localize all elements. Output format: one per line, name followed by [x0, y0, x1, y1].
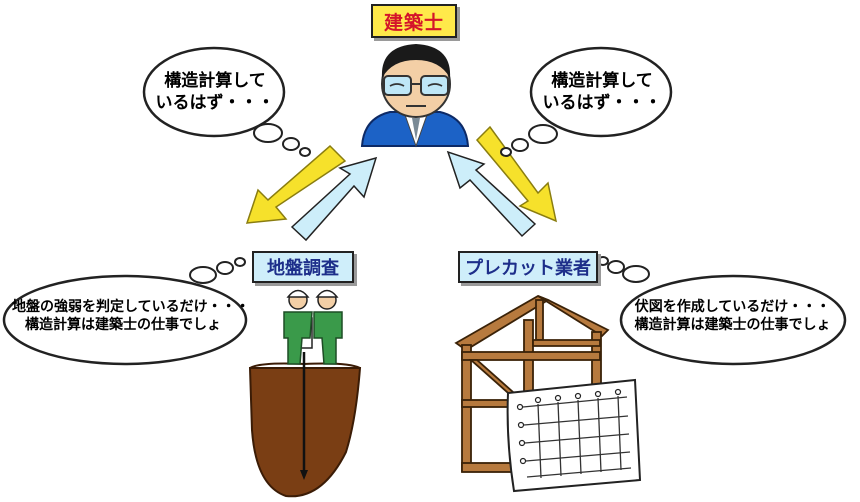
- thought-line: いるはず・・・: [542, 93, 662, 114]
- thought-line: 地盤の強弱を判定しているだけ・・・: [12, 299, 250, 315]
- architect-left-thought-text: 構造計算して いるはず・・・: [140, 70, 290, 114]
- survey-thought-text: 地盤の強弱を判定しているだけ・・・ 構造計算は建築士の仕事でしょ: [12, 298, 250, 334]
- thought-line: 構造計算は建築士の仕事でしょ: [634, 317, 831, 334]
- precut-company-label: プレカット業者: [458, 251, 598, 283]
- thought-line: 伏図を作成しているだけ・・・: [634, 299, 831, 315]
- soil-survey-label: 地盤調査: [252, 251, 354, 283]
- architect-person-icon: [360, 44, 470, 148]
- thought-line: いるはず・・・: [155, 93, 275, 114]
- arrow-survey-to-architect: [290, 156, 378, 242]
- thought-line: 構造計算して: [164, 71, 266, 91]
- arrow-architect-to-precut: [475, 125, 558, 223]
- architect-label: 建築士: [371, 4, 457, 38]
- thought-bubble-architect-left: [142, 46, 311, 157]
- soil-survey-workers-icon: [248, 289, 362, 498]
- arrow-architect-to-survey: [245, 144, 347, 224]
- thought-bubble-survey: [2, 257, 248, 366]
- thought-bubble-architect-right: [500, 46, 673, 157]
- precut-thought-text: 伏図を作成しているだけ・・・ 構造計算は建築士の仕事でしょ: [630, 298, 835, 334]
- thought-line: 構造計算は建築士の仕事でしょ: [25, 317, 221, 334]
- thought-line: 構造計算して: [551, 71, 653, 91]
- arrow-precut-to-architect: [446, 150, 537, 238]
- floor-plan-paper-icon: [506, 378, 642, 493]
- thought-bubble-precut: [597, 256, 847, 366]
- architect-right-thought-text: 構造計算して いるはず・・・: [527, 70, 677, 114]
